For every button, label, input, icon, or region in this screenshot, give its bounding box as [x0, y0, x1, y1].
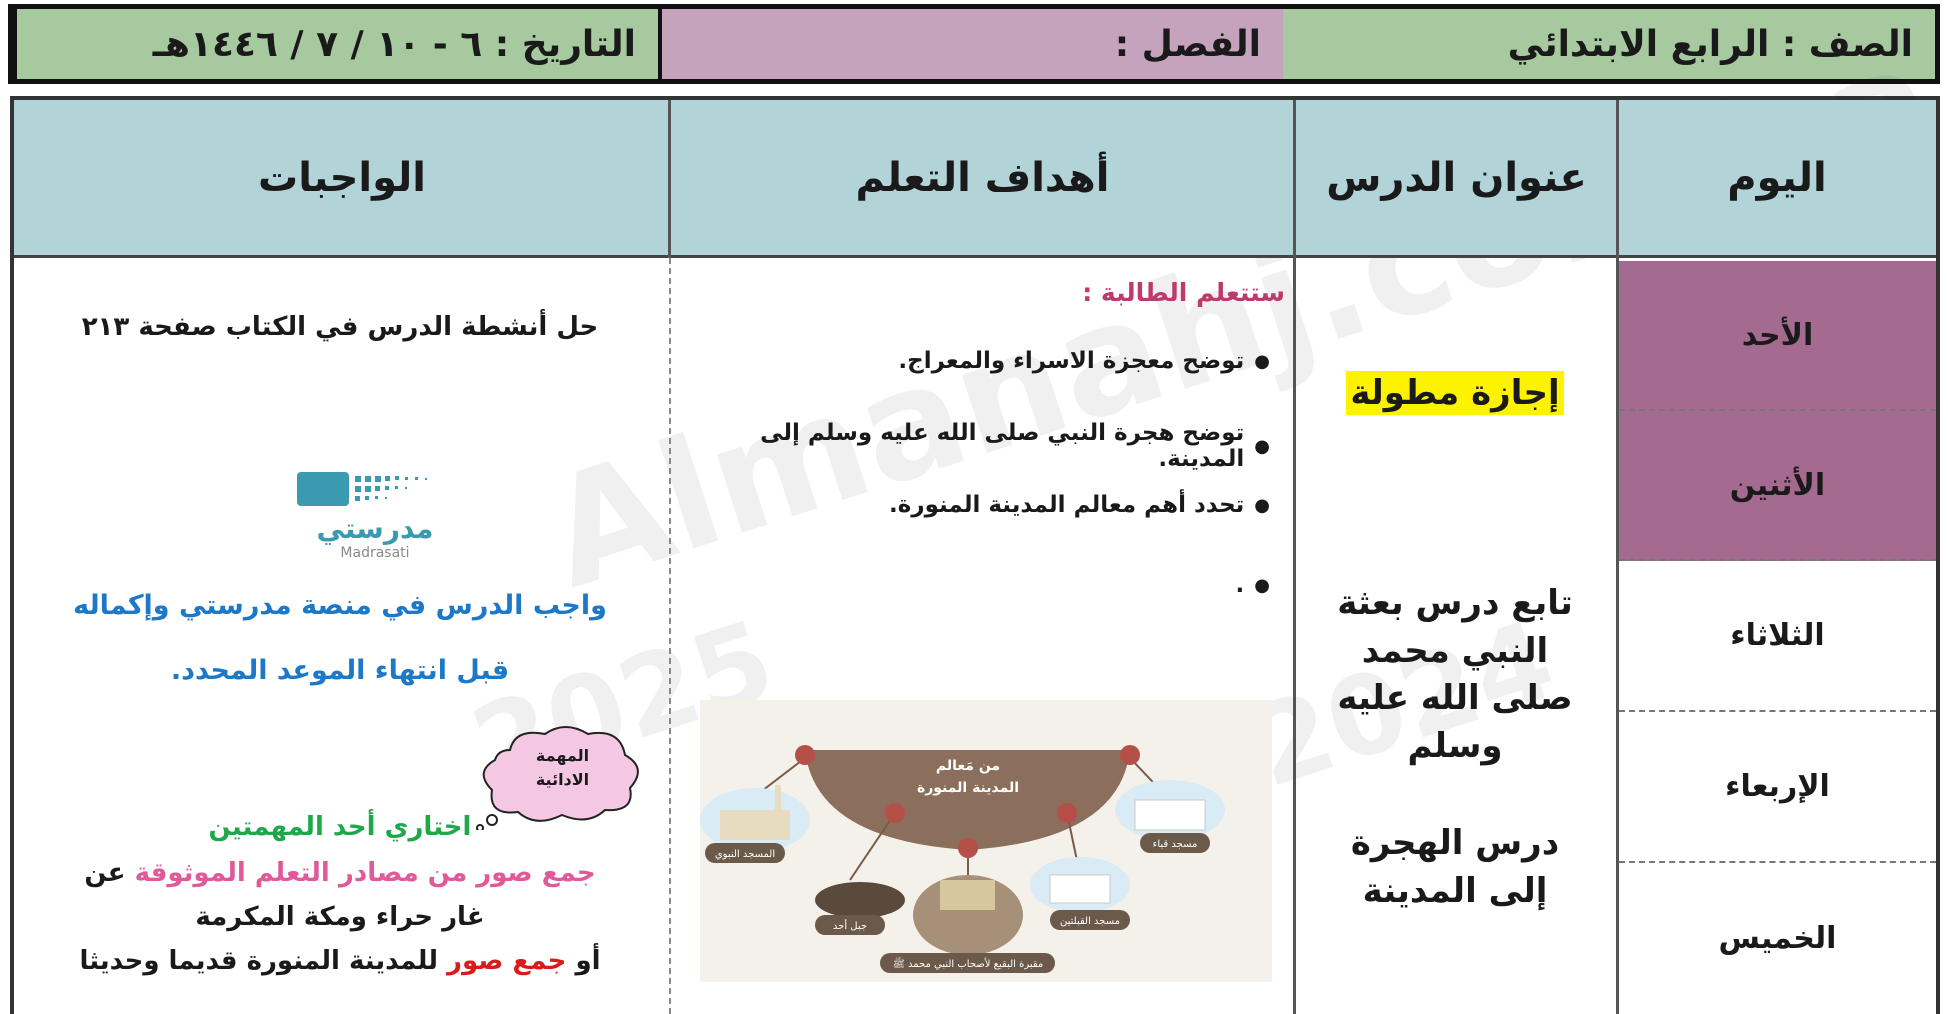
diagram-caption: مقبرة البقيع لأصحاب النبي محمد ﷺ [893, 956, 1044, 970]
date-cell: التاريخ : ٦ - ١٠ / ٧ / ١٤٤٦هـ [13, 9, 658, 79]
divider-day [1616, 100, 1619, 1014]
task-1-part-a: جمع صور من مصادر التعلم الموثوقة [134, 858, 596, 888]
homework-task-1: جمع صور من مصادر التعلم الموثوقة عن [40, 858, 640, 888]
header-goals: أهداف التعلم [670, 100, 1295, 258]
header-day: اليوم [1618, 100, 1936, 258]
task-2-part-a: أو [575, 946, 601, 976]
cloud-line-1: المهمة [535, 746, 590, 765]
landmarks-svg: من مَعالم المدينة المنورة المسجد النبوي [700, 700, 1272, 982]
madinah-landmarks-diagram: من مَعالم المدينة المنورة المسجد النبوي [700, 700, 1272, 982]
bullet-icon: ● [1254, 435, 1270, 457]
goal-item-2: ● توضح هجرة النبي صلى الله عليه وسلم إلى… [680, 420, 1270, 472]
info-bar: الصف : الرابع الابتدائي الفصل : التاريخ … [8, 4, 1940, 84]
day-tuesday: الثلاثاء [1619, 561, 1936, 712]
homework-platform-2: قبل انتهاء الموعد المحدد. [170, 655, 510, 686]
task-2-part-c: للمدينة المنورة قديما وحديثا [79, 946, 438, 976]
place-qiblatain: مسجد القبلتين [1060, 916, 1120, 927]
divider-lesson [1293, 100, 1296, 1014]
weekly-plan-table [10, 96, 1940, 1014]
day-wednesday: الإربعاء [1619, 712, 1936, 863]
bullet-icon: ● [1254, 350, 1270, 372]
homework-platform-1: واجب الدرس في منصة مدرستي وإكماله [73, 590, 607, 621]
madrasati-logo-en: Madrasati [340, 544, 410, 561]
lesson-hijra: درس الهجرة إلى المدينة [1350, 823, 1560, 911]
goal-item-4: ● . [680, 572, 1270, 598]
homework-choose: اختاري أحد المهمتين [208, 812, 472, 842]
place-quba: مسجد قباء [1153, 839, 1198, 850]
lesson-holiday: إجازة مطولة [1300, 370, 1610, 418]
goals-title: ستتعلم الطالبة : [1082, 278, 1285, 307]
performance-task-cloud: المهمة الادائية [470, 720, 650, 832]
goal-item-3: ● تحدد أهم معالم المدينة المنورة. [680, 492, 1270, 518]
homework-book: حل أنشطة الدرس في الكتاب صفحة ٢١٣ [81, 312, 599, 342]
goal-item-1: ● توضح معجزة الاسراء والمعراج. [680, 348, 1270, 374]
goal-text: توضح معجزة الاسراء والمعراج. [898, 348, 1245, 374]
goal-text: . [1235, 572, 1245, 598]
goal-text: تحدد أهم معالم المدينة المنورة. [889, 492, 1245, 518]
task-1-part-b: عن [84, 858, 126, 888]
day-monday: الأثنين [1619, 411, 1936, 561]
bullet-icon: ● [1254, 494, 1270, 516]
header-homework: الواجبات [14, 100, 670, 258]
homework-task-1-place: غار حراء ومكة المكرمة [195, 902, 485, 932]
diagram-title-1: من مَعالم [936, 758, 1000, 774]
place-uhud: جبل أحد [833, 919, 867, 932]
grade-cell: الصف : الرابع الابتدائي [1283, 9, 1935, 79]
section-cell: الفصل : [658, 9, 1283, 79]
place-nabawi: المسجد النبوي [715, 849, 775, 860]
lesson-prophet-mission: تابع درس بعثة النبي محمد صلى الله عليه و… [1337, 583, 1573, 766]
madrasati-logo-icon [297, 472, 427, 506]
day-thursday: الخميس [1718, 921, 1837, 956]
holiday-highlight: إجازة مطولة [1346, 371, 1564, 415]
cloud-text: المهمة الادائية [495, 744, 630, 792]
goal-text: توضح هجرة النبي صلى الله عليه وسلم إلى ا… [760, 420, 1245, 472]
homework-task-2: أو جمع صور للمدينة المنورة قديما وحديثا [40, 946, 640, 976]
header-lesson: عنوان الدرس [1295, 100, 1618, 258]
diagram-title-2: المدينة المنورة [917, 780, 1019, 796]
madrasati-logo: مدرستي Madrasati [295, 470, 455, 561]
cloud-line-2: الادائية [535, 770, 590, 789]
thought-cloud-icon [476, 726, 639, 832]
divider-goals [669, 258, 671, 1014]
task-2-part-b: جمع صور [447, 946, 567, 976]
bullet-icon: ● [1254, 574, 1270, 596]
madrasati-logo-ar: مدرستي [316, 512, 434, 545]
divider-goals-header [668, 100, 671, 258]
day-sunday: الأحد [1619, 261, 1936, 411]
